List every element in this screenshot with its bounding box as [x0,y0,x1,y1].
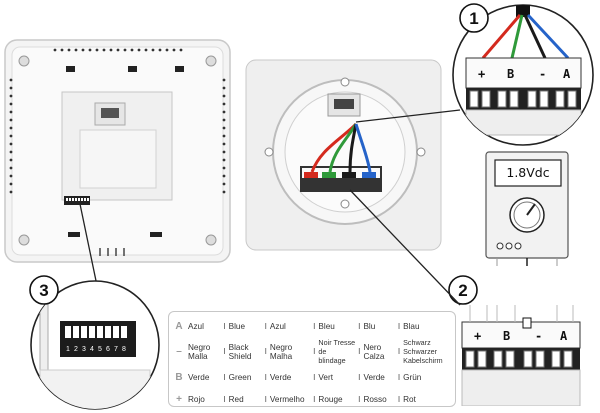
legend-separator: I [223,347,226,356]
legend-separator: I [397,372,401,382]
legend-color-name: Vermelho [269,394,305,404]
legend-separator: I [358,321,361,331]
legend-symbol: B [175,371,183,383]
terminal-detail-callout-2: + B - A 2 [448,266,594,406]
legend-symbol: A [175,320,183,332]
legend-separator: I [313,372,316,382]
callout-badge-1 [459,3,489,33]
legend-color-name: Verde [363,372,385,382]
vent-holes [9,48,226,194]
dip-switch-label: 7 [114,346,118,353]
dip-switch-label: 5 [98,346,102,353]
legend-color-name: Green [228,372,252,382]
callout-number-1: 1 [469,9,478,28]
legend-color-name: Black Shield [228,342,252,361]
legend-separator: I [397,321,401,331]
callout-badge-3 [29,275,59,305]
terminal-detail-callout-1: + B - A 1 [452,3,594,146]
legend-color-name: Schwarz Schwarzer Kabelschirm [403,338,443,365]
legend-color-name: Rojo [188,394,205,404]
dip-switch-label: 6 [106,346,110,353]
legend-color-name: Bleu [318,321,335,331]
callout-number-3: 3 [39,281,48,300]
legend-color-name: Blu [363,321,376,331]
legend-color-name: Grün [403,372,422,382]
legend-separator: I [313,321,316,331]
legend-color-name: Negro Malla [188,342,211,361]
dip-switch-label: 1 [66,346,70,353]
terminal-a-label-2: A [560,329,568,343]
legend-color-name: Noir Tresse de blindage [318,338,356,365]
dip-switch-label: 2 [74,346,78,353]
legend-color-name: Red [228,394,244,404]
legend-separator: I [264,394,267,404]
legend-color-name: Rouge [318,394,343,404]
multimeter-display [494,159,562,187]
multimeter-reading: 1.8Vdc [506,165,550,180]
legend-color-name: Blue [228,321,246,331]
legend-separator: I [264,347,267,356]
legend-symbol: – [176,346,182,357]
legend-separator: I [397,347,401,356]
dip-switch-label: 4 [90,346,94,353]
legend-color-name: Rot [403,394,416,404]
legend-color-name: Verde [269,372,292,382]
thermostat-back-panel [4,39,231,263]
leader-line-2 [349,189,461,306]
terminal-plus-label: + [478,67,485,81]
callout-badge-2 [448,275,478,305]
terminal-minus-label: - [539,67,546,81]
legend-color-name: Vert [318,372,333,382]
callout-number-2: 2 [458,281,467,300]
terminal-minus-label-2: - [535,329,542,343]
legend-color-name: Negro Malha [269,342,293,361]
terminal-labels-detail-1: + B - A [478,67,571,81]
legend-color-name: Blau [403,321,420,331]
legend-separator: I [223,372,226,382]
corner-screw-icon [18,55,217,246]
legend-symbol: + [176,393,182,405]
mounting-slots [66,66,184,237]
legend-separator: I [223,321,226,331]
legend-color-name: Azul [269,321,286,331]
legend-separator: I [397,394,401,404]
dip-switch-label: 8 [122,346,126,353]
legend-separator: I [358,372,361,382]
terminal-b-label-2: B [503,329,510,343]
legend-separator: I [313,394,316,404]
legend-color-name: Rosso [363,394,387,404]
legend-separator: I [223,394,226,404]
legend-color-name: Nero Calza [363,342,385,361]
terminal-plus-label-2: + [474,329,481,343]
legend-color-name: Azul [188,321,204,331]
legend-separator: I [313,347,316,356]
legend-separator: I [264,372,267,382]
legend-separator: I [264,321,267,331]
leader-line-1 [355,109,461,123]
wall-mount-base [245,59,442,251]
legend-separator: I [358,394,361,404]
legend-separator: I [358,347,361,356]
terminal-a-label: A [563,67,571,81]
legend-color-name: Verde [188,372,210,382]
dip-switch-label: 3 [82,346,86,353]
terminal-b-label: B [507,67,514,81]
